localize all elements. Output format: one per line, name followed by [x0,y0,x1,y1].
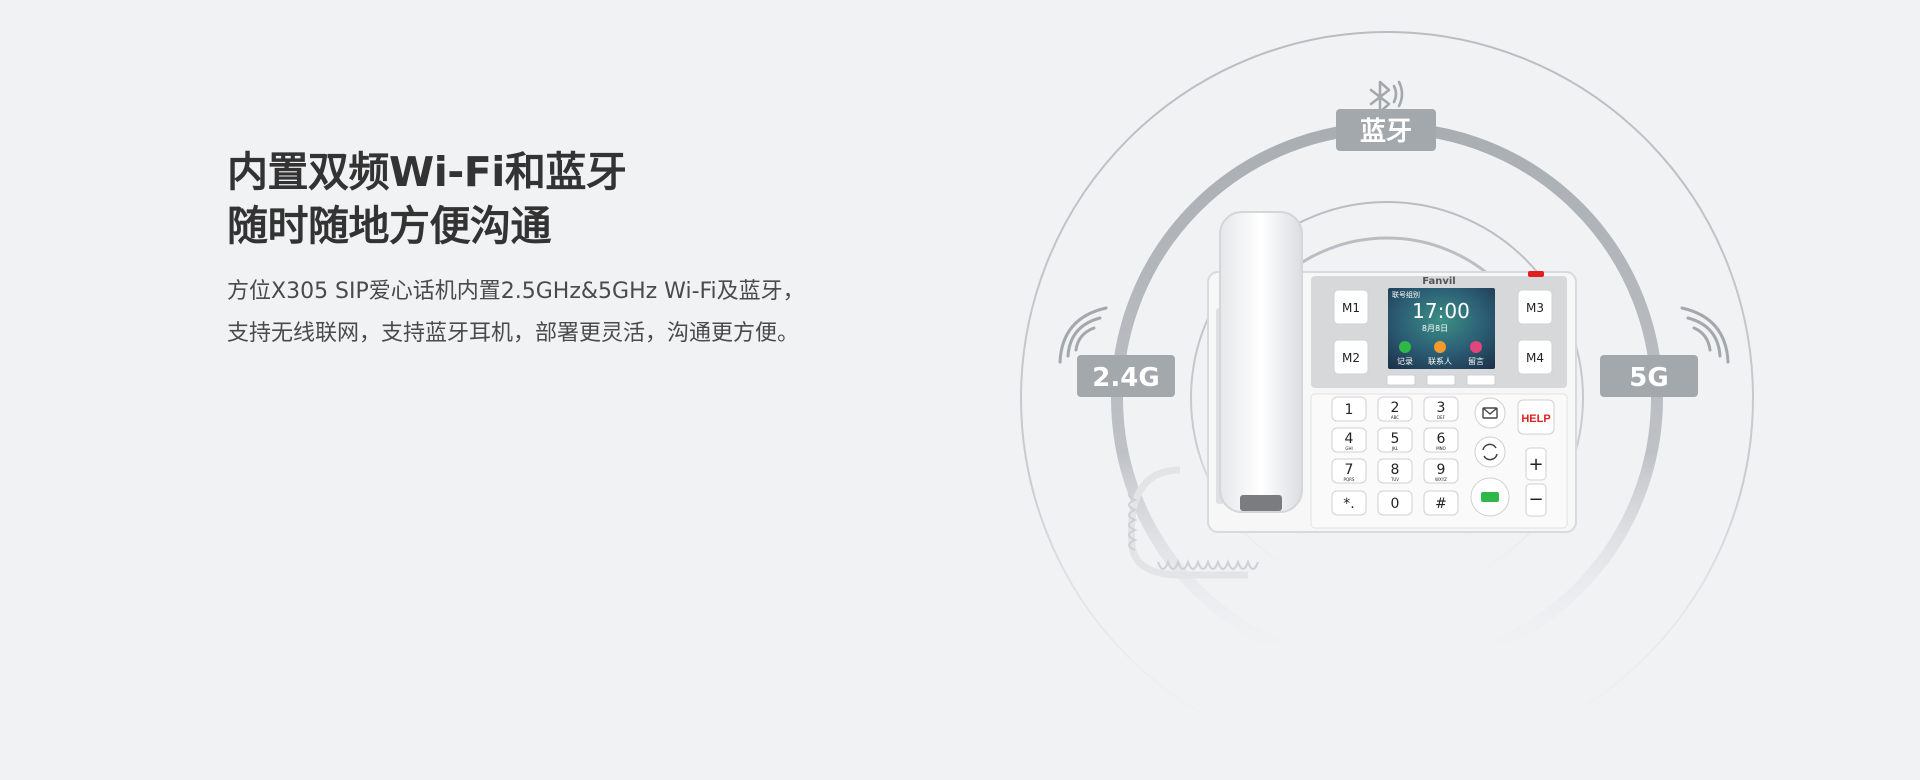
key-8-label: 8 [1391,462,1400,478]
description: 方位X305 SIP爱心话机内置2.5GHz&5GHz Wi-Fi及蓝牙，支持无… [227,279,805,346]
key-5-label: 5 [1391,431,1400,447]
help-button[interactable] [1517,399,1555,435]
call-log-icon [1399,341,1411,353]
volume-up-button[interactable] [1525,447,1547,481]
key-1[interactable] [1331,396,1367,422]
memory-key-m4[interactable] [1517,339,1553,375]
handset [1219,211,1303,513]
memory-key-m2-label: M2 [1342,351,1360,365]
key-3-label: 3 [1437,400,1446,416]
key-6-letters: MNO [1436,446,1446,451]
envelope-icon [1482,407,1498,419]
wifi-right-icon [1680,306,1730,364]
key-8-letters: TUV [1390,477,1399,482]
key-3[interactable] [1423,396,1459,422]
bluetooth-icon [1369,80,1404,114]
screen-app-2: 联系人 [1428,356,1452,366]
voicemail-icon [1470,341,1482,353]
key-6[interactable] [1423,427,1459,453]
phone-cord-coils [1128,489,1259,570]
feature-copy: 内置双频Wi-Fi和蓝牙 随时随地方便沟通 方位X305 SIP爱心话机内置2.… [227,145,827,355]
key-0-label: 0 [1391,496,1400,512]
wifi-left-icon [1058,306,1108,364]
message-button[interactable] [1474,397,1506,429]
bluetooth-badge: 蓝牙 [1336,109,1436,151]
function-keys: HELP + − [1470,397,1555,517]
help-label: HELP [1521,413,1550,425]
refresh-icon [1482,443,1498,461]
contacts-icon [1434,341,1446,353]
key-0[interactable] [1377,490,1413,516]
key-hash[interactable] [1423,490,1459,516]
key-9-letters: WXYZ [1435,477,1447,482]
key-4-letters: GHI [1345,446,1352,451]
screen-app-1: 记录 [1397,357,1413,366]
headline-line-1: 内置双频Wi-Fi和蓝牙 [227,148,627,196]
key-8[interactable] [1377,458,1413,484]
headline: 内置双频Wi-Fi和蓝牙 随时随地方便沟通 [227,145,827,253]
memory-key-m1[interactable] [1333,289,1369,325]
key-2-letters: ABC [1391,415,1399,420]
headline-line-2: 随时随地方便沟通 [227,202,552,250]
memory-key-m3-label: M3 [1526,301,1544,315]
key-4[interactable] [1331,427,1367,453]
key-1-label: 1 [1345,402,1354,418]
phone-wireless-graphic: 蓝牙 2.4G 5G [1020,31,1754,765]
screen-date: 8月8日 [1422,324,1448,333]
key-3-letters: DEF [1437,415,1446,420]
key-5-letters: JKL [1391,446,1399,451]
status-led [1528,271,1544,277]
key-6-label: 6 [1437,431,1446,447]
keypad: 1 2 ABC 3 DEF 4 GHI 5 JKL 6 MNO 7 PQRS [1331,396,1459,516]
key-4-label: 4 [1345,431,1354,447]
volume-down-button[interactable] [1525,483,1547,517]
key-2[interactable] [1377,396,1413,422]
phone-screen: Fanvil 联号组别 17:00 8月8日 记录 联系人 留言 [1386,276,1496,386]
memory-keys: M1 M2 M3 M4 [1333,289,1553,375]
key-5[interactable] [1377,427,1413,453]
key-7[interactable] [1331,458,1367,484]
key-7-label: 7 [1345,462,1354,478]
wifi-24-label: 2.4G [1092,363,1159,393]
screen-time: 17:00 [1412,299,1470,323]
speaker-icon [1481,492,1499,502]
bluetooth-badge-label: 蓝牙 [1360,117,1412,147]
screen-status: 联号组别 [1392,290,1420,299]
phone-cord [1127,466,1248,579]
key-hash-label: # [1435,496,1447,512]
desk-phone: Fanvil 联号组别 17:00 8月8日 记录 联系人 留言 M1 [1127,211,1577,579]
wifi-5-badge: 5G [1600,355,1698,397]
wifi-5-label: 5G [1629,363,1668,393]
memory-key-m3[interactable] [1517,289,1553,325]
memory-key-m1-label: M1 [1342,301,1360,315]
phone-brand: Fanvil [1422,276,1456,287]
key-7-letters: PQRS [1344,477,1355,482]
memory-key-m2[interactable] [1333,339,1369,375]
volume-down-label: − [1528,489,1543,510]
key-star[interactable] [1331,490,1367,516]
key-9[interactable] [1423,458,1459,484]
wifi-24-badge: 2.4G [1077,355,1175,397]
memory-key-m4-label: M4 [1526,351,1544,365]
key-2-label: 2 [1391,400,1400,416]
volume-up-label: + [1528,454,1543,475]
key-star-label: *. [1343,496,1354,512]
transfer-button[interactable] [1474,436,1506,468]
product-illustration: 蓝牙 2.4G 5G [980,0,1800,776]
key-9-label: 9 [1437,462,1446,478]
screen-app-3: 留言 [1468,356,1484,366]
